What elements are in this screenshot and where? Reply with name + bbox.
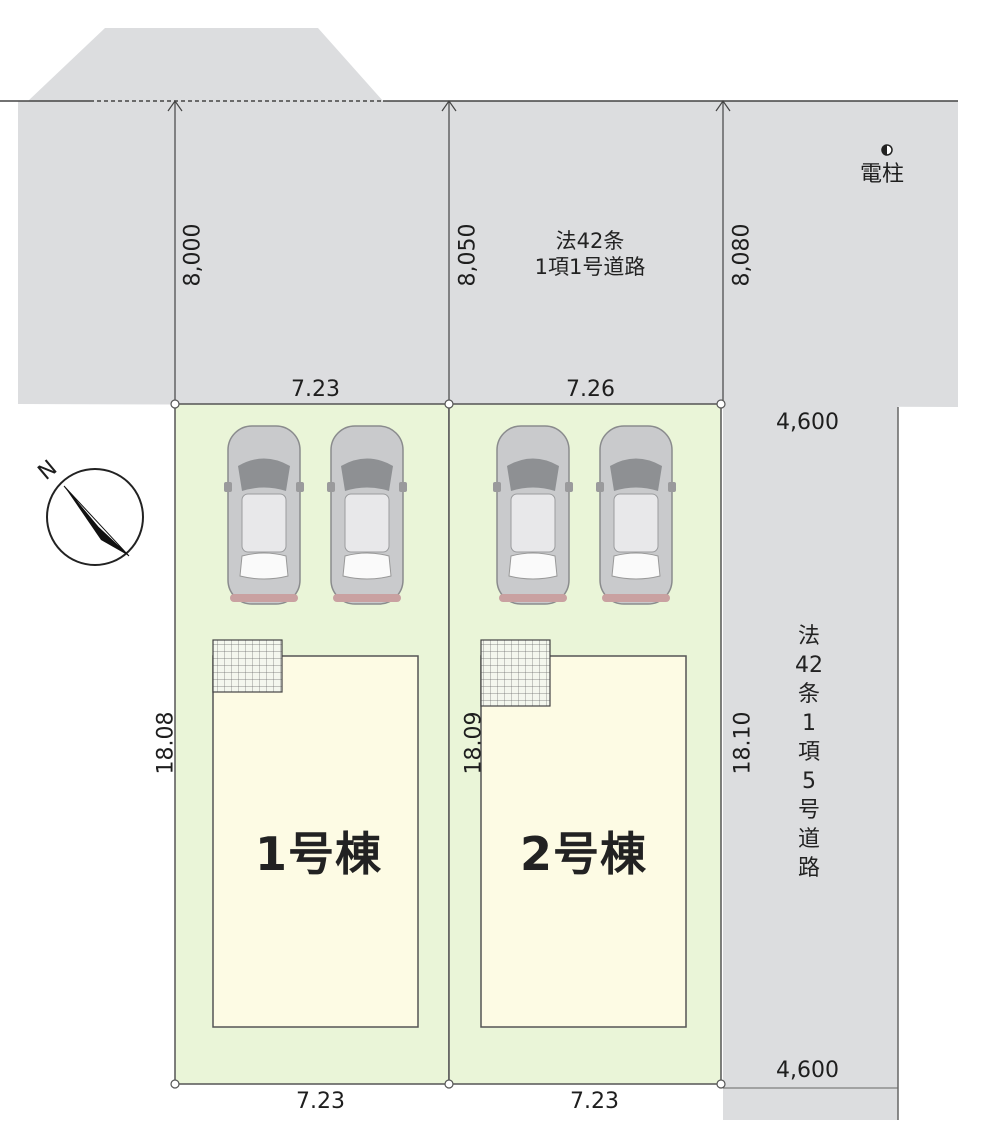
utility-pole-label: 電柱 bbox=[860, 162, 905, 187]
road-width-markers bbox=[167, 99, 731, 404]
road-width-3: 8,080 bbox=[729, 223, 755, 287]
road-east-width-bottom: 4,600 bbox=[776, 1058, 839, 1083]
deck-2 bbox=[480, 639, 551, 707]
lot-2-front-width: 7.26 bbox=[566, 377, 615, 402]
half-circle-icon bbox=[881, 144, 893, 156]
road-east bbox=[723, 404, 898, 1120]
road-width-2: 8,050 bbox=[455, 223, 481, 287]
road-east-label: 法42条1項5号道路 bbox=[795, 624, 823, 881]
deck-1 bbox=[212, 639, 283, 693]
neighbor-building bbox=[28, 28, 383, 101]
car-2b bbox=[595, 425, 677, 605]
lot-1-depth: 18.08 bbox=[153, 711, 179, 775]
lot-2-depth-right: 18.10 bbox=[730, 711, 756, 775]
building-1-name: 1号棟 bbox=[255, 827, 383, 881]
car-1b bbox=[326, 425, 408, 605]
car-1a bbox=[223, 425, 305, 605]
north-arrow-icon bbox=[46, 468, 144, 566]
building-1 bbox=[212, 655, 419, 1028]
lot-1-back-width: 7.23 bbox=[296, 1089, 345, 1114]
building-2-name: 2号棟 bbox=[520, 827, 648, 881]
car-2a bbox=[492, 425, 574, 605]
lot-2-depth-left: 18.09 bbox=[461, 711, 487, 775]
building-2 bbox=[480, 655, 687, 1028]
road-north bbox=[18, 101, 958, 407]
road-east-width-top: 4,600 bbox=[776, 410, 839, 435]
lot-2-back-width: 7.23 bbox=[570, 1089, 619, 1114]
road-north-label: 法42条 1項1号道路 bbox=[534, 229, 646, 279]
lot-1-front-width: 7.23 bbox=[291, 377, 340, 402]
road-width-1: 8,000 bbox=[180, 223, 206, 287]
